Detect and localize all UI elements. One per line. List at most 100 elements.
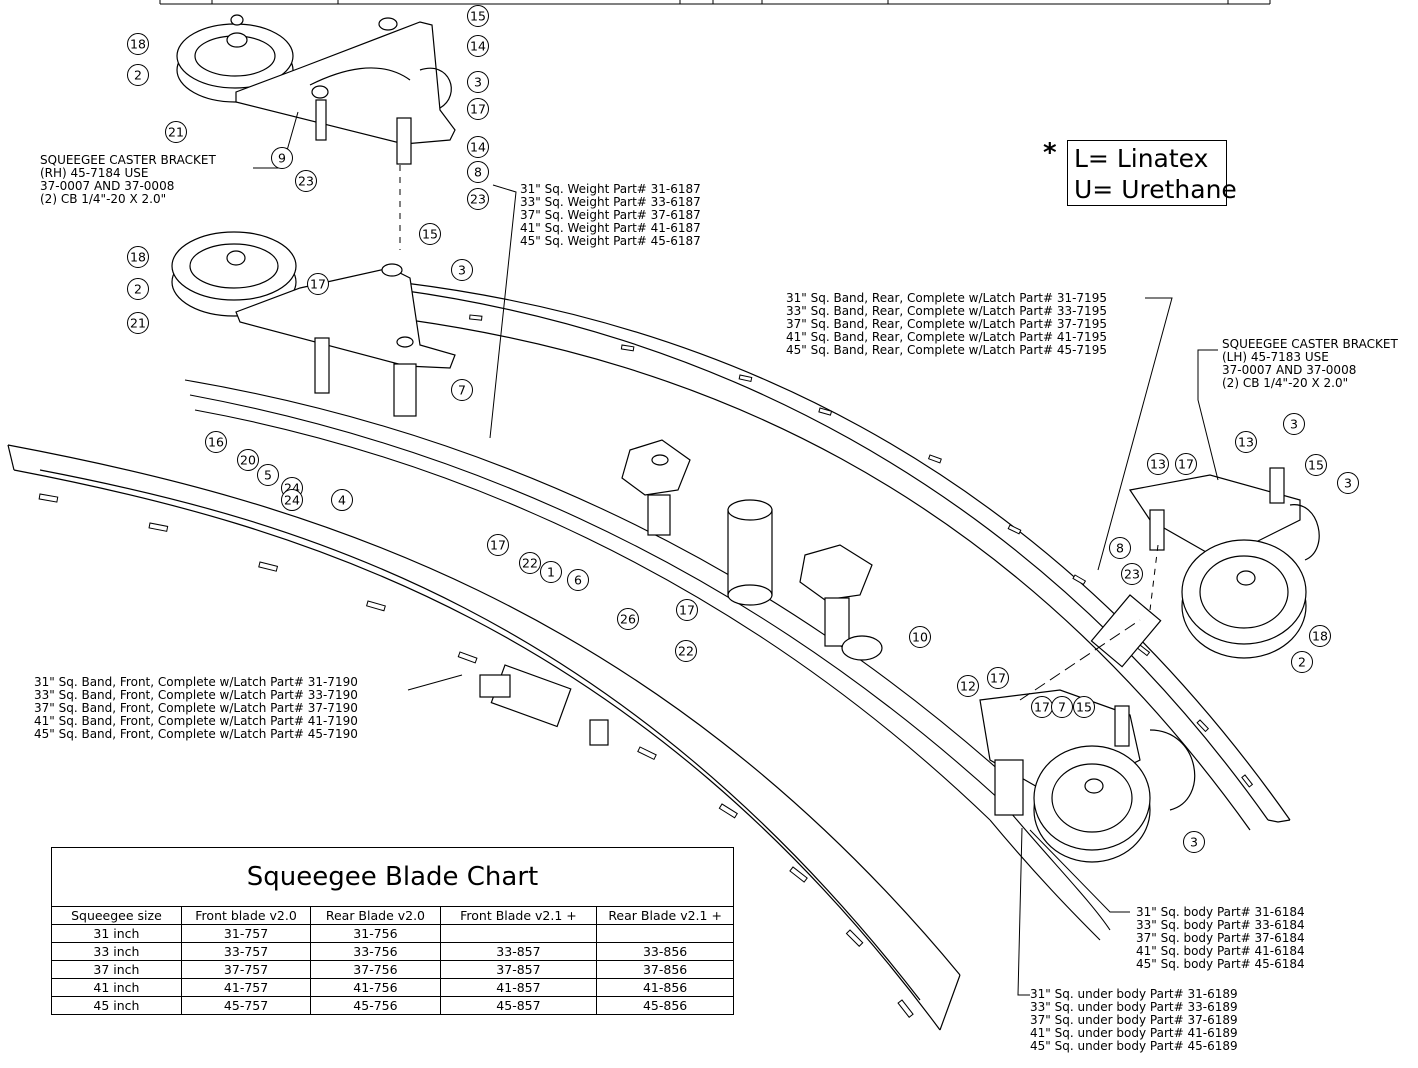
rh-caster-bracket-mid <box>235 263 456 417</box>
table-cell: 33-857 <box>439 942 598 961</box>
callout-circle <box>467 136 489 158</box>
note-weight: 31" Sq. Weight Part# 31-6187 33" Sq. Wei… <box>520 183 701 248</box>
callout-circle <box>1309 625 1331 647</box>
table-cell: 41 inch <box>52 978 182 997</box>
asterisk-marker: * <box>1043 138 1057 168</box>
table-cell: 45 inch <box>52 996 182 1014</box>
callout-balloon: 9 <box>271 147 293 169</box>
note-line: 31" Sq. Band, Rear, Complete w/Latch Par… <box>786 291 1107 305</box>
callout-number: 22 <box>522 556 538 571</box>
callout-number: 23 <box>298 174 314 189</box>
table-cell: 37-756 <box>310 960 441 979</box>
callout-circle <box>567 569 589 591</box>
callout-balloon: 20 <box>237 449 259 471</box>
note-line: 31" Sq. under body Part# 31-6189 <box>1030 987 1238 1001</box>
blade-chart-table: Squeegee size Front blade v2.0 Rear Blad… <box>52 907 733 1014</box>
callout-number: 12 <box>960 679 976 694</box>
note-lh-caster-bracket: SQUEEGEE CASTER BRACKET (LH) 45-7183 USE… <box>1222 338 1398 390</box>
note-line: 31" Sq. Band, Front, Complete w/Latch Pa… <box>34 675 358 689</box>
header-table-remnant <box>159 0 1271 5</box>
callout-circle <box>451 379 473 401</box>
note-line: (RH) 45-7184 USE <box>40 166 149 180</box>
table-cell: 31-756 <box>310 924 441 943</box>
callout-number: 7 <box>1058 700 1066 715</box>
callout-circle <box>127 246 149 268</box>
table-cell: 41-757 <box>180 978 312 997</box>
callout-number: 17 <box>490 538 506 553</box>
note-line: 31" Sq. body Part# 31-6184 <box>1136 905 1305 919</box>
callout-balloon: 13 <box>1235 431 1257 453</box>
callout-circle <box>676 599 698 621</box>
note-front-band: 31" Sq. Band, Front, Complete w/Latch Pa… <box>34 676 358 741</box>
callout-balloon: 16 <box>205 431 227 453</box>
note-line: 37" Sq. under body Part# 37-6189 <box>1030 1013 1238 1027</box>
callout-circle <box>467 5 489 27</box>
table-cell: 37-856 <box>596 960 733 979</box>
callout-balloon: 3 <box>1337 472 1359 494</box>
callout-number: 21 <box>168 125 184 140</box>
rh-caster-bracket-top <box>235 17 456 165</box>
callout-circle <box>987 667 1009 689</box>
callout-balloon: 1 <box>540 561 562 583</box>
note-line: SQUEEGEE CASTER BRACKET <box>1222 337 1398 351</box>
callout-circle <box>205 431 227 453</box>
callout-circle <box>1291 651 1313 673</box>
table-row: 41 inch 41-757 41-756 41-857 41-856 <box>52 978 733 997</box>
callout-number: 6 <box>574 573 582 588</box>
knob-2 <box>799 544 873 647</box>
note-rh-caster-bracket: SQUEEGEE CASTER BRACKET (RH) 45-7184 USE… <box>40 154 280 206</box>
callout-number: 16 <box>208 435 224 450</box>
callout-number: 14 <box>470 140 486 155</box>
callout-number: 24 <box>284 493 300 508</box>
callout-balloon: 17 <box>1175 453 1197 475</box>
table-cell: 41-756 <box>310 978 441 997</box>
callout-circle <box>617 608 639 630</box>
note-line: 33" Sq. Band, Rear, Complete w/Latch Par… <box>786 304 1107 318</box>
table-cell: 41-856 <box>596 978 733 997</box>
table-cell: 45-857 <box>439 996 598 1014</box>
callout-balloon: 7 <box>1051 696 1073 718</box>
rh-caster-wheel-top <box>176 14 294 103</box>
callout-circle <box>127 278 149 300</box>
callout-number: 23 <box>1124 567 1140 582</box>
callout-balloon: 23 <box>295 170 317 192</box>
callout-number: 15 <box>1308 458 1324 473</box>
callout-balloon: 7 <box>451 379 473 401</box>
callout-balloon: 5 <box>257 464 279 486</box>
callout-circle <box>1051 696 1073 718</box>
note-line: 33" Sq. under body Part# 33-6189 <box>1030 1000 1238 1014</box>
table-cell: 45-757 <box>180 996 312 1014</box>
callout-balloon: 15 <box>1305 454 1327 476</box>
note-line: 41" Sq. under body Part# 41-6189 <box>1030 1026 1238 1040</box>
table-header-row: Squeegee size Front blade v2.0 Rear Blad… <box>52 907 733 925</box>
callout-balloon: 24 <box>281 489 303 511</box>
callout-number: 8 <box>1116 541 1124 556</box>
note-line: 45" Sq. body Part# 45-6184 <box>1136 957 1305 971</box>
callout-number: 13 <box>1238 435 1254 450</box>
note-line: 41" Sq. body Part# 41-6184 <box>1136 944 1305 958</box>
front-latch <box>479 664 609 746</box>
callout-circle <box>487 534 509 556</box>
lh-caster-wheel <box>1181 539 1307 659</box>
table-cell: 45-856 <box>596 996 733 1014</box>
callout-balloon: 21 <box>127 312 149 334</box>
rear-band <box>399 282 1291 831</box>
callout-circle <box>127 33 149 55</box>
callout-number: 17 <box>990 671 1006 686</box>
note-line: 33" Sq. Weight Part# 33-6187 <box>520 195 701 209</box>
note-line: 41" Sq. Weight Part# 41-6187 <box>520 221 701 235</box>
callout-balloon: 23 <box>467 188 489 210</box>
rear-latch <box>1090 594 1162 668</box>
note-line: 37-0007 AND 37-0008 <box>40 179 175 193</box>
callout-circle <box>1121 563 1143 585</box>
callout-number: 10 <box>912 630 928 645</box>
table-cell: 41-857 <box>439 978 598 997</box>
callout-number: 17 <box>1034 700 1050 715</box>
callout-balloon: 18 <box>127 33 149 55</box>
callout-balloon: 4 <box>331 489 353 511</box>
callout-number: 8 <box>474 165 482 180</box>
note-under-body: 31" Sq. under body Part# 31-6189 33" Sq.… <box>1030 988 1238 1053</box>
callout-circle <box>1183 831 1205 853</box>
table-cell: 37-757 <box>180 960 312 979</box>
